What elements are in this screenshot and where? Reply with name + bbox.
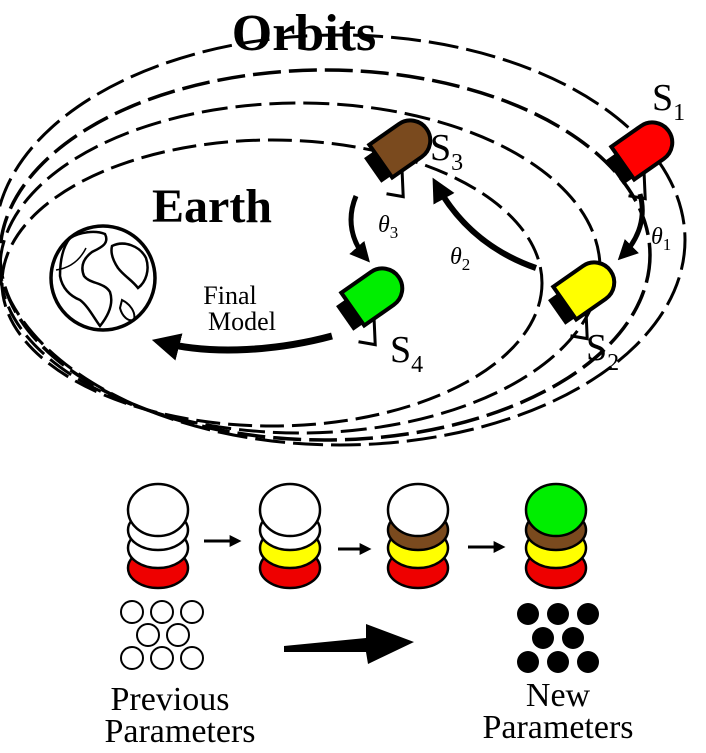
satellite-label-s2: S2 — [586, 327, 619, 376]
arrow-s3-to-s4 — [348, 195, 370, 263]
earth-globe-icon — [49, 224, 157, 332]
previous-label-line1: Previous — [111, 681, 230, 718]
satellite-s2-icon — [548, 260, 617, 341]
new-label-line2: Parameters — [482, 709, 633, 746]
svg-text:S2: S2 — [586, 327, 619, 376]
parameter-stack-4 — [524, 482, 588, 590]
new-parameters-icon — [517, 603, 599, 673]
previous-label-line2: Parameters — [104, 713, 255, 750]
final-model-label-line1: Final — [203, 281, 256, 310]
transition-arrow — [284, 624, 414, 664]
svg-text:S3: S3 — [430, 127, 463, 176]
parameter-stack-2 — [258, 482, 322, 590]
orbit-1 — [0, 33, 687, 447]
satellite-s4-icon — [336, 266, 405, 347]
orbits-title: Orbits — [232, 5, 376, 62]
transfer-arrows — [151, 177, 645, 361]
satellite-s1-icon — [606, 120, 675, 201]
earth-title: Earth — [152, 180, 272, 233]
satellite-label-s4: S4 — [390, 329, 423, 378]
previous-parameters-icon — [120, 600, 204, 670]
parameter-stack-1 — [126, 482, 190, 590]
svg-text:S1: S1 — [652, 77, 685, 126]
arrow-s4-to-earth — [151, 332, 333, 361]
arrow-s2-to-s3 — [432, 177, 537, 271]
parameter-stack-3 — [386, 482, 450, 590]
theta2-label: θ2 — [450, 244, 470, 274]
theta1-label: θ1 — [651, 224, 671, 254]
new-label-line1: New — [526, 677, 591, 714]
stack-arrows — [204, 535, 506, 555]
final-model-label-line2: Model — [208, 307, 276, 336]
theta3-label: θ3 — [378, 212, 398, 242]
satellite-s3-icon — [364, 118, 433, 199]
orbit-2 — [0, 68, 652, 442]
satellite-label-s3: S3 — [430, 127, 463, 176]
svg-text:S4: S4 — [390, 329, 423, 378]
orbit-4 — [0, 138, 544, 428]
satellite-label-s1: S1 — [652, 77, 685, 126]
arrow-s1-to-s2 — [617, 193, 645, 261]
